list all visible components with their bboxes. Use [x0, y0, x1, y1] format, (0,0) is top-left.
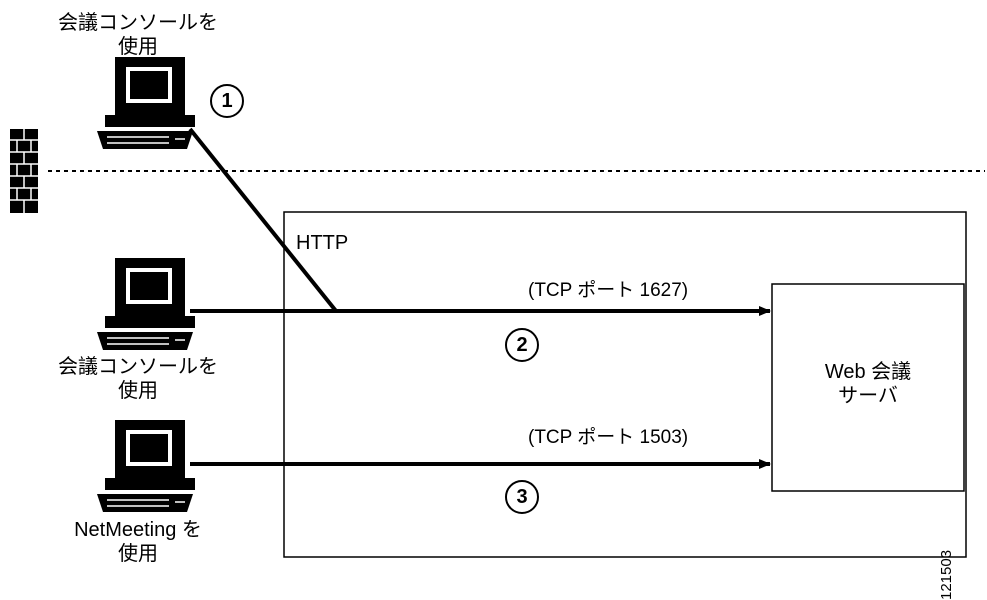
client-2-label-line2: 使用: [118, 380, 158, 402]
server-label-line2: サーバ: [838, 385, 898, 407]
client-3-label-line2: 使用: [118, 543, 158, 565]
figure-number: 121503: [938, 549, 955, 600]
network-diagram: [10, 56, 985, 558]
client-1-label-line2: 使用: [118, 36, 158, 58]
server-label: Web 会議 サーバ: [772, 360, 964, 408]
web-conference-server-box: [771, 283, 965, 492]
client-2-label: 会議コンソールを 使用: [28, 355, 248, 403]
port-1627-label: (TCP ポート 1627): [528, 280, 689, 301]
internal-network-box: [283, 211, 967, 558]
computer-icon: [96, 56, 196, 150]
firewall-icon: [10, 129, 38, 213]
server-label-line1: Web 会議: [824, 361, 912, 383]
callout-1: 1: [210, 84, 244, 118]
client-2-label-line1: 会議コンソールを: [58, 356, 218, 378]
computer-icon: [96, 257, 196, 351]
http-label: HTTP: [296, 232, 349, 254]
client-3-label-line1: NetMeeting を: [74, 519, 202, 541]
connection-1-line: [188, 127, 338, 313]
client-3-label: NetMeeting を 使用: [28, 518, 248, 566]
callout-3: 3: [505, 480, 539, 514]
port-1503-label: (TCP ポート 1503): [528, 427, 689, 448]
client-1-label: 会議コンソールを 使用: [28, 11, 248, 59]
computer-icon: [96, 419, 196, 513]
client-1-label-line1: 会議コンソールを: [58, 12, 218, 34]
callout-2: 2: [505, 328, 539, 362]
